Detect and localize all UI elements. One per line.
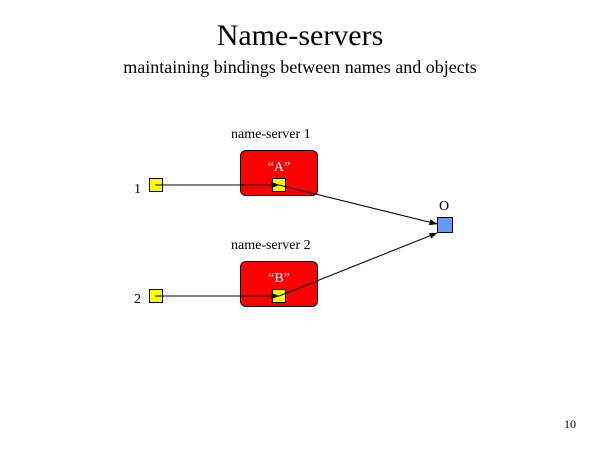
page-number: 10 xyxy=(564,417,576,431)
name-1-label: 1 xyxy=(134,182,141,197)
object-label: O xyxy=(439,199,450,214)
slide-subtitle: maintaining bindings between names and o… xyxy=(123,57,477,77)
server-1-caption: name-server 1 xyxy=(231,127,311,142)
server-2-caption: name-server 2 xyxy=(231,238,311,253)
name-1-cell xyxy=(149,178,163,192)
object-box xyxy=(437,217,453,233)
server-2-entry-name: “B” xyxy=(268,271,290,286)
name-2-cell xyxy=(149,289,163,303)
slide-title: Name-servers xyxy=(216,19,384,52)
server-2-binding-cell xyxy=(272,289,286,303)
server-1-binding-cell xyxy=(272,178,286,192)
server-1-entry-name: “A” xyxy=(267,160,291,175)
name-2-label: 2 xyxy=(134,292,141,307)
